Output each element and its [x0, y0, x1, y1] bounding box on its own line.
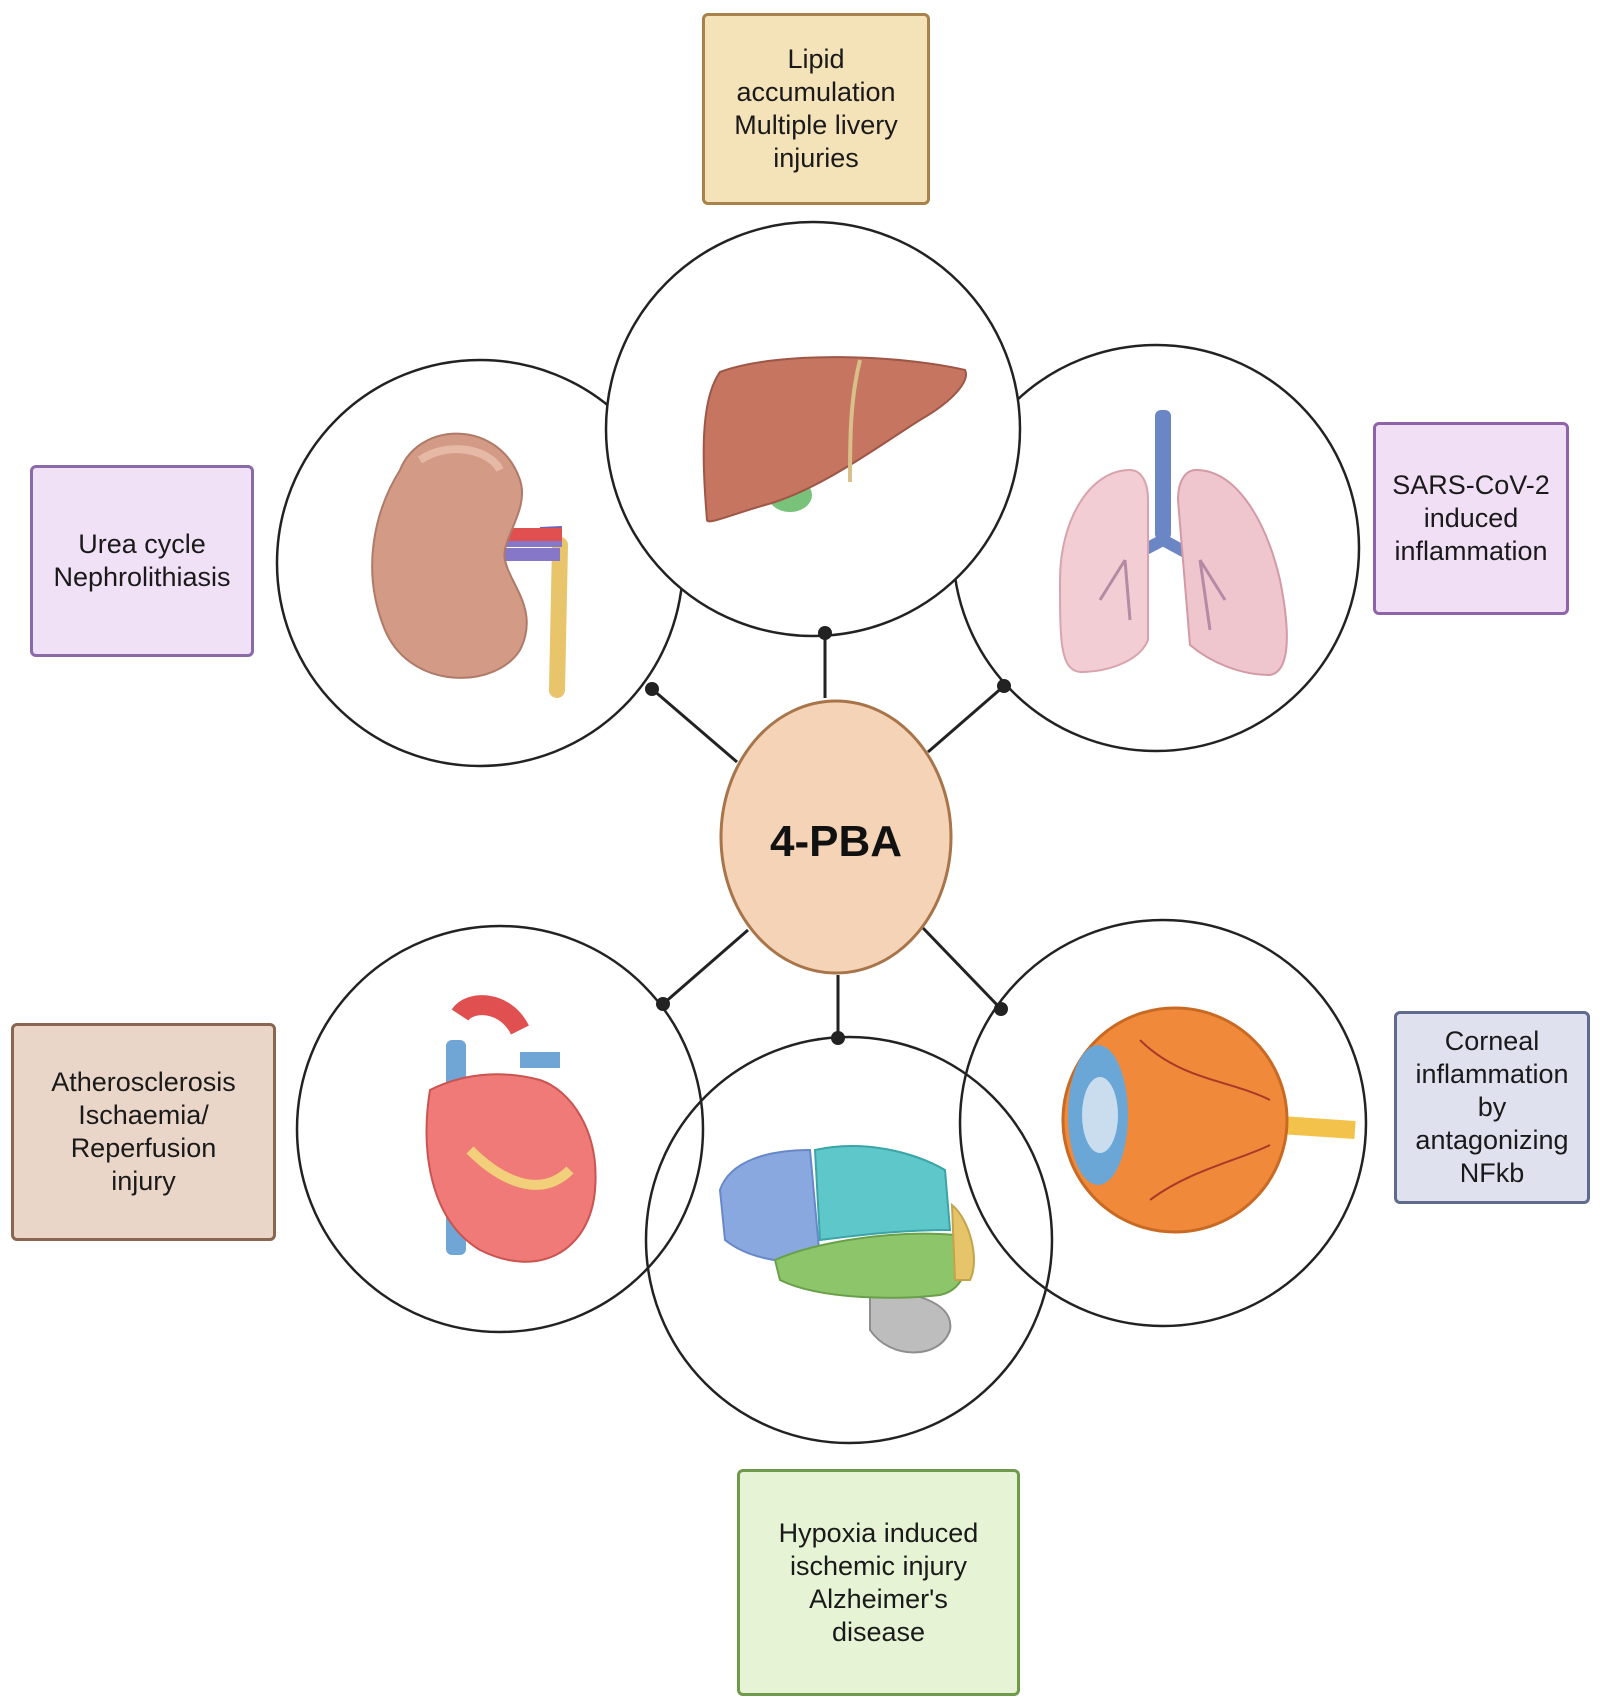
- dot-lung: [997, 679, 1011, 693]
- heart-effects-text: Atherosclerosis Ischaemia/ Reperfusion i…: [51, 1067, 236, 1196]
- kidney-effects-text: Urea cycle Nephrolithiasis: [53, 529, 231, 592]
- liver-effects-text: Lipid accumulation Multiple livery injur…: [734, 44, 898, 173]
- eye-effects-text: Corneal inflammation by antagonizing NFk…: [1415, 1026, 1569, 1188]
- dot-kidney: [645, 682, 659, 696]
- heart-effects-box: Atherosclerosis Ischaemia/ Reperfusion i…: [11, 1023, 276, 1241]
- connector-eye: [921, 926, 1003, 1011]
- connectors: [651, 633, 1005, 1038]
- lungs-icon: [1058, 410, 1288, 677]
- brain-circle: [644, 1035, 1054, 1445]
- connector-heart: [662, 928, 749, 1006]
- dot-brain: [831, 1031, 845, 1045]
- dot-eye: [994, 1002, 1008, 1016]
- connector-dots: [645, 626, 1011, 1045]
- heart-circle: [295, 924, 705, 1334]
- center-label: 4-PBA: [769, 817, 903, 866]
- heart-icon: [425, 995, 597, 1263]
- center-node: [719, 699, 953, 975]
- liver-icon: [702, 356, 967, 523]
- dot-liver: [818, 626, 832, 640]
- brain-effects-box: Hypoxia induced ischemic injury Alzheime…: [737, 1469, 1020, 1696]
- kidney-icon: [371, 432, 568, 698]
- eye-icon: [1061, 1006, 1356, 1234]
- liver-effects-box: Lipid accumulation Multiple livery injur…: [702, 13, 930, 205]
- kidney-effects-box: Urea cycle Nephrolithiasis: [30, 465, 254, 657]
- dot-heart: [656, 997, 670, 1011]
- lung-effects-box: SARS-CoV-2 induced inflammation: [1373, 422, 1569, 615]
- eye-circle: [958, 918, 1368, 1328]
- brain-icon: [718, 1145, 975, 1354]
- connector-lung: [927, 684, 1005, 754]
- eye-effects-box: Corneal inflammation by antagonizing NFk…: [1394, 1011, 1590, 1204]
- lung-effects-text: SARS-CoV-2 induced inflammation: [1392, 470, 1550, 566]
- connector-kidney: [651, 687, 738, 764]
- brain-effects-text: Hypoxia induced ischemic injury Alzheime…: [778, 1517, 979, 1647]
